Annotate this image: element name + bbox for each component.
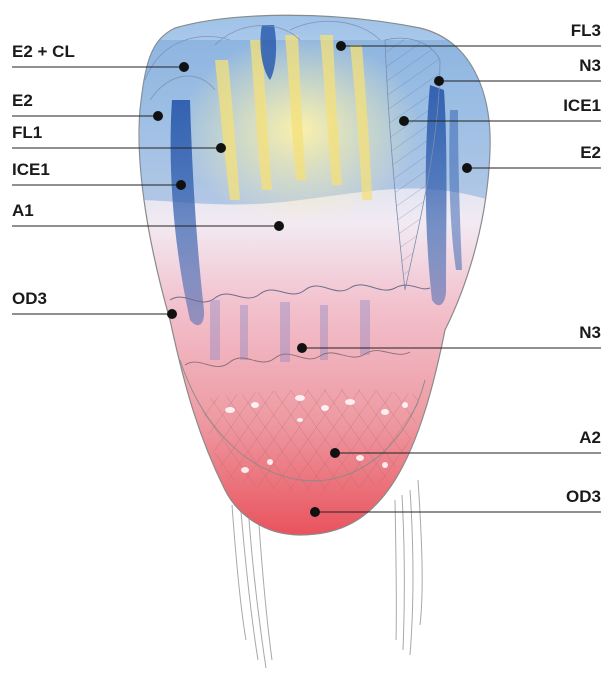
dot-ice1-left (176, 180, 186, 190)
label-od3-bottom: OD3 (566, 487, 601, 507)
label-a2: A2 (579, 428, 601, 448)
label-fl3: FL3 (571, 21, 601, 41)
label-a1: A1 (12, 201, 34, 221)
dot-a2 (330, 448, 340, 458)
label-e2-left: E2 (12, 91, 33, 111)
dot-e2-left (153, 111, 163, 121)
label-fl1: FL1 (12, 123, 42, 143)
label-ice1-left: ICE1 (12, 160, 50, 180)
dot-od3-left (167, 309, 177, 319)
dot-od3-bottom (310, 507, 320, 517)
dot-a1 (274, 221, 284, 231)
label-n3-mid: N3 (579, 323, 601, 343)
dot-n3-top (434, 76, 444, 86)
label-n3-top: N3 (579, 56, 601, 76)
dot-e2-right (462, 163, 472, 173)
dot-fl1 (216, 143, 226, 153)
label-e2-cl: E2 + CL (12, 42, 75, 62)
label-ice1-right: ICE1 (563, 96, 601, 116)
dot-n3-mid (297, 343, 307, 353)
dot-fl3 (336, 41, 346, 51)
dot-ice1-right (399, 116, 409, 126)
dot-e2-cl (179, 62, 189, 72)
label-e2-right: E2 (580, 143, 601, 163)
label-od3-left: OD3 (12, 289, 47, 309)
